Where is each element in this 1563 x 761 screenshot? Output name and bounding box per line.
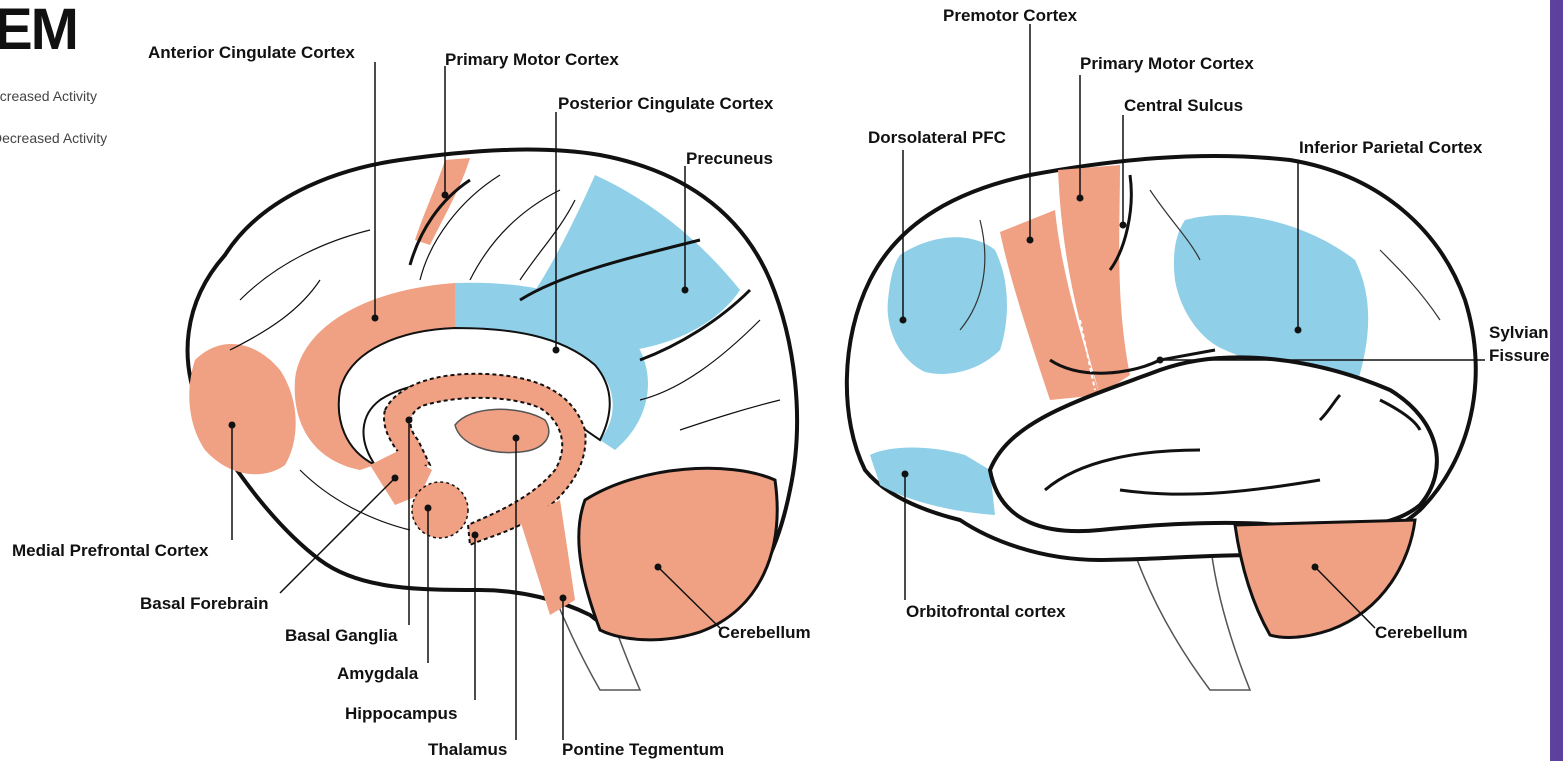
cerebellum-region-right (1235, 520, 1415, 637)
label-hippocampus: Hippocampus (345, 704, 457, 724)
label-fissure: Fissure (1489, 346, 1549, 366)
label-primary-motor-right: Primary Motor Cortex (1080, 54, 1254, 74)
label-pontine-tegmentum: Pontine Tegmentum (562, 740, 724, 760)
label-precuneus: Precuneus (686, 149, 773, 169)
label-amygdala: Amygdala (337, 664, 418, 684)
label-premotor: Premotor Cortex (943, 6, 1077, 26)
label-inferior-parietal: Inferior Parietal Cortex (1299, 138, 1482, 158)
amygdala-region (412, 482, 468, 538)
label-central-sulcus: Central Sulcus (1124, 96, 1243, 116)
label-cerebellum-left: Cerebellum (718, 623, 811, 643)
label-basal-ganglia: Basal Ganglia (285, 626, 397, 646)
label-posterior-cingulate: Posterior Cingulate Cortex (558, 94, 773, 114)
label-orbitofrontal: Orbitofrontal cortex (906, 602, 1066, 622)
lateral-brainstem (1130, 540, 1250, 690)
label-basal-forebrain: Basal Forebrain (140, 594, 269, 614)
label-thalamus: Thalamus (428, 740, 507, 760)
label-medial-prefrontal: Medial Prefrontal Cortex (12, 541, 209, 561)
cerebellum-region-left (579, 468, 777, 640)
label-sylvian: Sylvian (1489, 323, 1549, 343)
label-cerebellum-right: Cerebellum (1375, 623, 1468, 643)
label-primary-motor-left: Primary Motor Cortex (445, 50, 619, 70)
medial-brain (188, 150, 797, 690)
dorsolateral-pfc-region (888, 237, 1007, 374)
label-dorsolateral-pfc: Dorsolateral PFC (868, 128, 1006, 148)
label-anterior-cingulate: Anterior Cingulate Cortex (148, 43, 355, 63)
